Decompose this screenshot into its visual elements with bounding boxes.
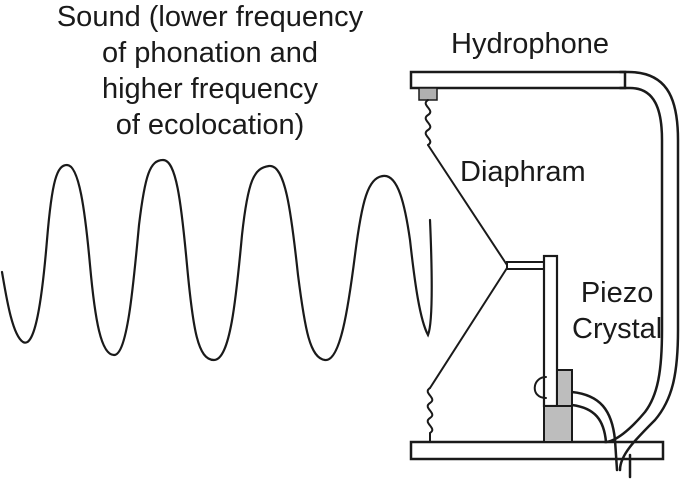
diaphragm-lower [429,267,508,389]
piezo-crystal-label: Piezo Crystal [572,276,662,348]
connecting-rod [506,261,546,270]
sound-line-3: higher frequency [101,73,319,105]
piezo-crystal-plate [542,254,559,408]
sound-description: Sound (lower frequency of phonation and … [0,0,420,144]
crystal-wire-1 [570,390,619,472]
top-mount-pad [418,87,438,101]
housing-bottom-bar [409,440,665,461]
crystal-base-lower [543,405,573,443]
sound-line-1: Sound (lower frequency [56,1,364,33]
piezo-line-2: Crystal [572,313,663,345]
top-spring [424,99,432,146]
housing-top-bar [409,70,627,90]
diaphragm-upper [427,144,508,266]
housing-cable-inner [603,86,664,444]
bottom-spring [426,387,434,443]
housing-cable-outer [618,70,680,472]
diaphram-label: Diaphram [460,156,586,188]
sound-line-2: of phonation and [101,37,319,69]
piezo-line-1: Piezo [580,277,654,309]
sound-line-4: of ecolocation) [115,109,305,141]
crystal-wire-2 [570,403,608,444]
sound-wave [0,158,433,362]
crystal-clamp-loop [533,376,547,399]
hydrophone-label: Hydrophone [451,28,609,60]
